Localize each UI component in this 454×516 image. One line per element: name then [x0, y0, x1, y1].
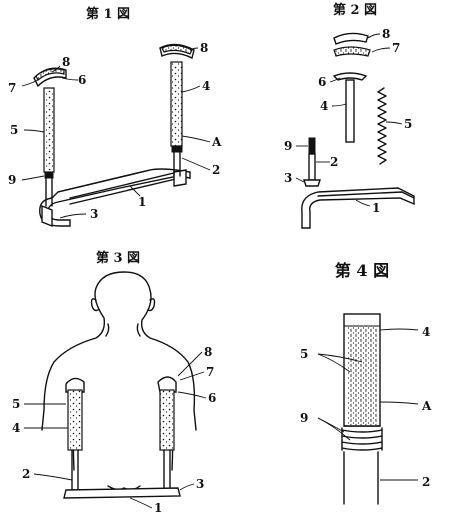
- fig1-crutch-assembly: [33, 43, 195, 228]
- fig1-label-5: 5: [10, 123, 18, 137]
- figure-2-title: 第 2 図: [333, 2, 377, 18]
- fig3-person-silhouette: [41, 271, 197, 431]
- fig2-leader-lines: [295, 33, 403, 207]
- fig3-person-with-crutches: [41, 271, 197, 499]
- fig4-leader-lines: [317, 328, 419, 481]
- fig1-label-A: A: [211, 135, 222, 149]
- fig2-coupling-9: [308, 137, 316, 155]
- fig2-cushion-7: [333, 46, 371, 57]
- fig2-label-6: 6: [318, 75, 326, 89]
- fig1-label-9: 9: [8, 173, 16, 187]
- fig2-exploded-parts: [301, 32, 415, 229]
- fig2-base-frame-1: [301, 187, 415, 229]
- fig2-label-3: 3: [284, 171, 292, 185]
- fig4-filling-5: [347, 326, 377, 426]
- fig2-inner-tube-4: [345, 79, 355, 143]
- fig3-label-4: 4: [12, 421, 20, 435]
- fig2-label-8: 8: [382, 27, 390, 41]
- fig3-base-frame: [63, 487, 181, 499]
- fig3-label-6: 6: [208, 391, 216, 405]
- fig4-part-labels: 4 5 A 9 2: [300, 325, 432, 489]
- fig1-leader-lines: [21, 47, 211, 219]
- fig3-right-tube: [159, 389, 175, 451]
- fig1-right-inner-tube-4: [170, 61, 183, 147]
- fig4-coil-9: [341, 425, 383, 451]
- fig1-right-outer-tube-2: [173, 147, 181, 177]
- fig2-label-9: 9: [284, 139, 292, 153]
- fig3-left-pad: [65, 377, 85, 393]
- fig1-label-2: 2: [212, 163, 220, 177]
- figure-2: 第 2 図: [284, 2, 415, 229]
- fig3-part-labels: 8 7 6 5 4 2 3 1: [12, 345, 216, 515]
- fig1-label-1: 1: [138, 195, 146, 209]
- fig2-label-2: 2: [330, 155, 338, 169]
- fig3-right-pad: [157, 376, 177, 393]
- fig3-label-2: 2: [22, 467, 30, 481]
- fig3-label-5: 5: [12, 397, 20, 411]
- fig4-outer-tube-2: [343, 451, 379, 505]
- fig4-label-4: 4: [422, 325, 430, 339]
- fig4-label-9: 9: [300, 411, 308, 425]
- fig2-part-labels: 8 7 6 4 5 9 2 3 1: [284, 27, 412, 215]
- fig3-leader-lines: [23, 351, 207, 509]
- fig1-label-7: 7: [8, 81, 16, 95]
- figure-3: 第 3 図: [12, 250, 216, 515]
- fig3-label-8: 8: [204, 345, 212, 359]
- fig3-left-tube: [67, 389, 83, 451]
- figure-1: 第 1 図: [8, 6, 222, 228]
- fig1-left-coupling-9: [44, 171, 54, 179]
- fig1-label-8-left: 8: [62, 55, 70, 69]
- figure-3-title: 第 3 図: [96, 250, 140, 266]
- fig2-pad-cover-8: [333, 32, 369, 45]
- fig4-label-A: A: [421, 399, 432, 413]
- fig1-label-6: 6: [78, 73, 86, 87]
- figure-4-title: 第 4 図: [335, 261, 389, 280]
- figure-4: 第 4 図 4 5 A: [300, 261, 432, 505]
- fig1-label-3: 3: [90, 207, 98, 221]
- fig2-spring-5: [377, 87, 387, 165]
- fig1-foot-block: [41, 204, 53, 228]
- fig2-label-4: 4: [320, 99, 328, 113]
- fig1-label-8-right: 8: [200, 41, 208, 55]
- fig2-label-1: 1: [372, 201, 380, 215]
- fig1-left-inner-tube-4: [43, 87, 55, 173]
- fig1-right-foot: [173, 169, 187, 187]
- fig2-saddle-6: [332, 72, 368, 81]
- fig4-label-2: 2: [422, 475, 430, 489]
- fig3-label-1: 1: [154, 501, 162, 515]
- fig4-tube-section: [341, 313, 383, 505]
- fig2-label-7: 7: [392, 41, 400, 55]
- fig4-label-5: 5: [300, 347, 308, 361]
- fig3-label-7: 7: [206, 365, 214, 379]
- fig1-right-coupling-9: [171, 145, 183, 153]
- fig3-label-3: 3: [196, 477, 204, 491]
- fig2-label-5: 5: [404, 117, 412, 131]
- fig1-part-labels: 8 7 6 8 4 5 A 2 9 1 3: [8, 41, 222, 221]
- fig1-label-4: 4: [202, 79, 210, 93]
- fig2-foot-3: [303, 179, 321, 187]
- fig2-outer-tube-2: [308, 153, 316, 181]
- figure-1-title: 第 1 図: [86, 6, 130, 22]
